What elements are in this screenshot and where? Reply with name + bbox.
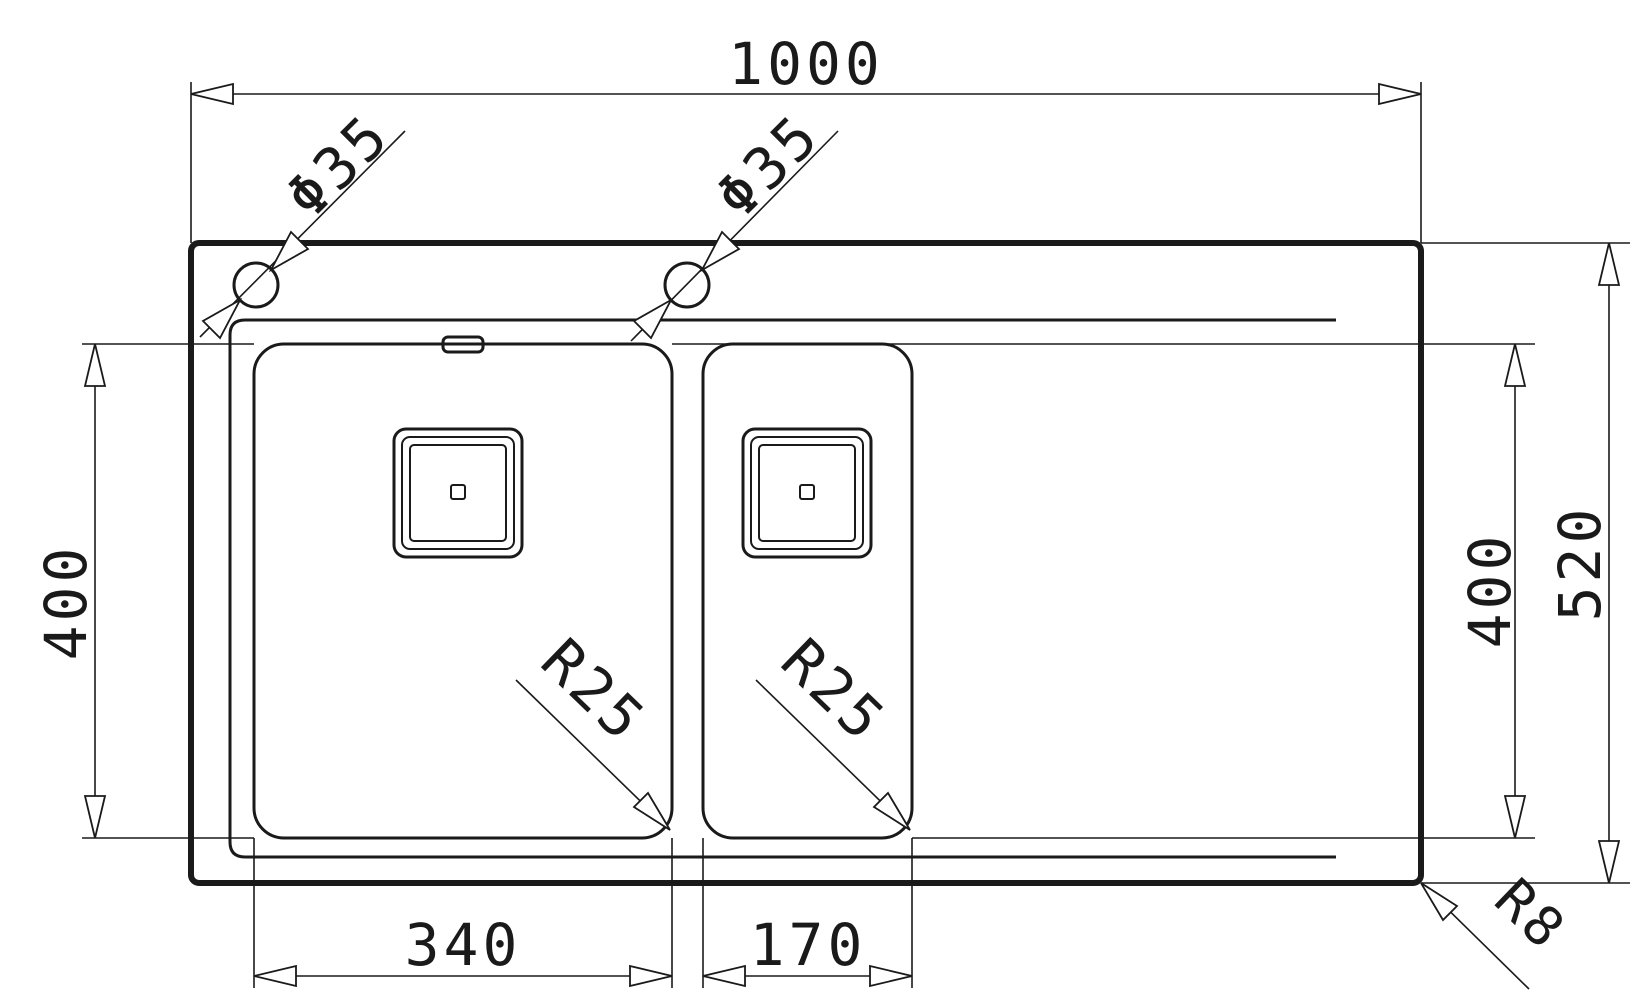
main-bowl-radius-label: R25 xyxy=(528,626,659,756)
dimension-small-bowl-radius: R25 xyxy=(755,626,911,831)
overall-depth-label: 520 xyxy=(1546,505,1614,622)
outer-corner-radius-label: R8 xyxy=(1483,867,1579,963)
small-bowl-width-label: 170 xyxy=(750,911,867,979)
main-bowl-waste xyxy=(392,427,524,559)
tap-hole-left-label: Φ35 xyxy=(273,101,404,232)
dimension-tap-hole-right: Φ35 xyxy=(630,101,839,342)
sink-body xyxy=(188,240,1424,886)
dimension-bowl-depth-left: 400 xyxy=(32,343,254,839)
dimension-small-bowl-width: 170 xyxy=(702,838,913,988)
tap-hole-left xyxy=(232,261,280,309)
drainer-groove xyxy=(228,318,1336,859)
main-bowl xyxy=(252,342,674,840)
bowl-depth-left-label: 400 xyxy=(32,544,100,661)
small-bowl-radius-label: R25 xyxy=(768,626,899,756)
small-bowl xyxy=(701,342,914,840)
dimension-overall-width: 1000 xyxy=(190,30,1422,243)
overall-width-label: 1000 xyxy=(728,30,884,98)
sink-outer-edge xyxy=(188,240,1424,886)
bowl-depth-right-label: 400 xyxy=(1456,532,1524,649)
small-bowl-waste xyxy=(741,427,873,559)
dimension-main-bowl-radius: R25 xyxy=(515,626,671,831)
main-bowl-width-label: 340 xyxy=(405,911,522,979)
tap-hole-right-label: Φ35 xyxy=(703,101,834,232)
dimension-bowl-depth-right: 400 xyxy=(672,343,1535,839)
dimension-overall-depth: 520 xyxy=(1421,242,1630,884)
dimension-main-bowl-width: 340 xyxy=(253,838,673,988)
tap-hole-right xyxy=(663,261,711,309)
dimension-outer-corner-radius: R8 xyxy=(1420,867,1579,990)
dimension-tap-hole-left: Φ35 xyxy=(199,101,406,340)
